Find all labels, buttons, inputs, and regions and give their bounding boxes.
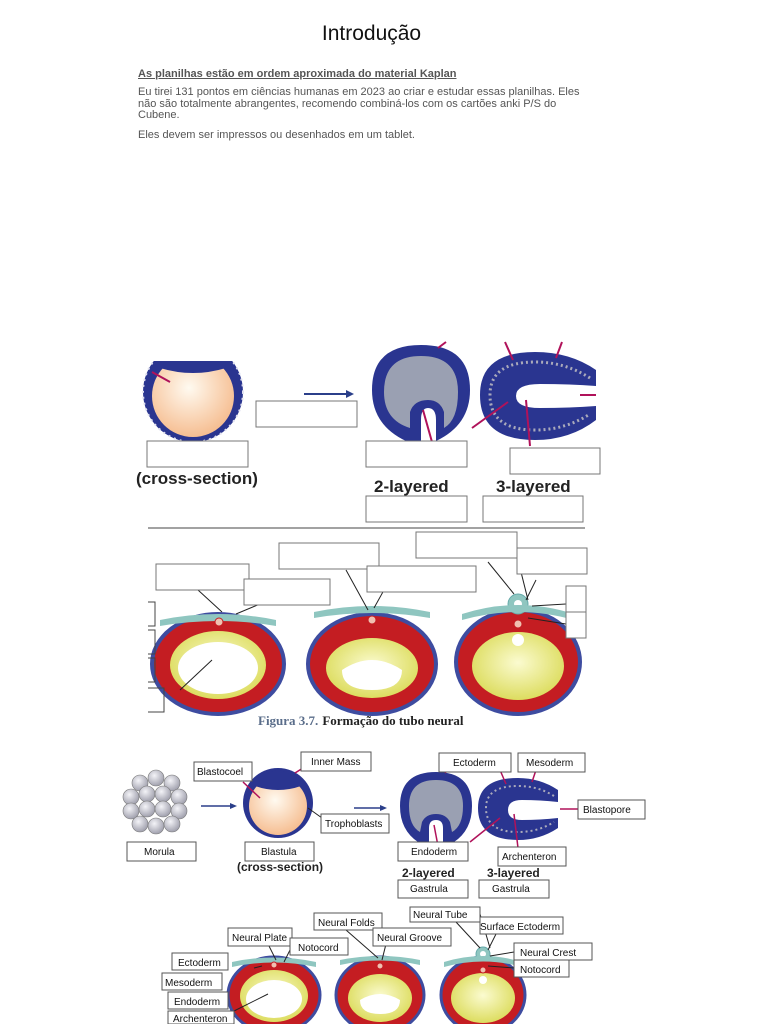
- svg-text:Mesoderm: Mesoderm: [526, 758, 573, 769]
- intro-paragraph: Eu tirei 131 pontos em ciências humanas …: [138, 86, 580, 122]
- answer-neural-groove: Neural Groove: [372, 927, 452, 947]
- answer-neural-tube: Neural Tube: [409, 906, 481, 923]
- blank-box: [365, 440, 468, 468]
- blank-neural-tube-diagram: Figura 3.7.Formação do tubo neural: [148, 531, 588, 728]
- blank-gastrulation-diagram: (cross-section) 2-layered 3-layered: [136, 341, 601, 523]
- answer-gastrula-2: Gastrula: [478, 879, 550, 899]
- svg-text:Archenteron: Archenteron: [502, 852, 556, 863]
- answer-cross-section: (cross-section): [237, 860, 323, 874]
- answer-archenteron: Archenteron: [167, 1010, 235, 1024]
- answer-trophoblasts: Trophoblasts: [320, 813, 390, 834]
- blank-box: [243, 578, 331, 606]
- blank-box: [415, 531, 518, 559]
- answer-notocord-2: Notocord: [513, 959, 570, 978]
- answer-gastrulation-diagram: Inner Mass Blastocoel Trophoblasts Morul…: [122, 751, 646, 899]
- svg-text:Neural Crest: Neural Crest: [520, 948, 576, 959]
- blank-box: [146, 440, 249, 468]
- answer-archenteron-top: Archenteron: [497, 846, 567, 867]
- blastocoel-cavity: [152, 355, 234, 437]
- cross-section-label: (cross-section): [136, 469, 258, 488]
- morula-cluster: [122, 769, 188, 835]
- svg-text:Blastocoel: Blastocoel: [197, 767, 243, 778]
- svg-text:Blastula: Blastula: [261, 847, 297, 858]
- answer-notocord-1: Notocord: [289, 937, 349, 956]
- answer-mesoderm: Mesoderm: [161, 972, 223, 991]
- gastrula-3-layered: [480, 352, 596, 440]
- answer-blastula: Blastula: [244, 841, 315, 862]
- answer-endoderm: Endoderm: [167, 991, 229, 1010]
- answer-inner-mass: Inner Mass: [300, 751, 372, 772]
- svg-text:Neural Folds: Neural Folds: [318, 918, 375, 929]
- svg-text:Endoderm: Endoderm: [411, 847, 457, 858]
- answer-endoderm-top: Endoderm: [397, 841, 469, 862]
- answer-ectoderm-top: Ectoderm: [438, 752, 512, 773]
- answer-neural-crest: Neural Crest: [513, 942, 593, 961]
- svg-text:Neural Tube: Neural Tube: [413, 910, 468, 921]
- blank-box: [255, 400, 358, 428]
- answer-morula: Morula: [126, 841, 197, 862]
- answer-three-layered: 3-layered: [487, 866, 540, 880]
- print-note: Eles devem ser impressos ou desenhados e…: [138, 129, 415, 141]
- svg-text:Ectoderm: Ectoderm: [178, 958, 221, 969]
- svg-text:Gastrula: Gastrula: [492, 884, 530, 895]
- svg-text:Notocord: Notocord: [298, 943, 339, 954]
- svg-text:Surface Ectoderm: Surface Ectoderm: [480, 922, 560, 933]
- svg-text:Notocord: Notocord: [520, 965, 561, 976]
- blank-box: [278, 542, 380, 570]
- answer-blastocoel: Blastocoel: [193, 761, 253, 782]
- svg-text:Neural Groove: Neural Groove: [377, 933, 442, 944]
- page-title: Introdução: [321, 22, 422, 45]
- three-layered-label: 3-layered: [496, 477, 571, 496]
- answer-neural-folds: Neural Folds: [313, 912, 383, 931]
- svg-text:Trophoblasts: Trophoblasts: [325, 819, 382, 830]
- blank-box: [509, 447, 601, 475]
- answer-surface-ectoderm: Surface Ectoderm: [479, 916, 564, 935]
- svg-text:Archenteron: Archenteron: [173, 1014, 227, 1024]
- blank-box: [482, 495, 584, 523]
- figure-caption: Figura 3.7.Formação do tubo neural: [258, 713, 464, 728]
- svg-text:Inner Mass: Inner Mass: [311, 757, 360, 768]
- blank-box: [365, 495, 468, 523]
- svg-text:Gastrula: Gastrula: [410, 884, 448, 895]
- blank-box: [155, 563, 250, 591]
- svg-text:Neural Plate: Neural Plate: [232, 933, 287, 944]
- blank-box: [516, 547, 588, 575]
- svg-text:Endoderm: Endoderm: [174, 997, 220, 1008]
- svg-text:Mesoderm: Mesoderm: [165, 978, 212, 989]
- answer-mesoderm-top: Mesoderm: [517, 752, 586, 773]
- svg-text:Blastopore: Blastopore: [583, 805, 631, 816]
- answer-ectoderm: Ectoderm: [171, 952, 229, 971]
- svg-text:Ectoderm: Ectoderm: [453, 758, 496, 769]
- answer-neural-tube-diagram: Neural Tube Neural Folds Surface Ectoder…: [161, 906, 593, 1024]
- answer-blastopore: Blastopore: [577, 799, 646, 820]
- blank-box: [565, 585, 587, 613]
- svg-text:Morula: Morula: [144, 847, 175, 858]
- answer-neural-plate: Neural Plate: [227, 927, 293, 947]
- answer-two-layered: 2-layered: [402, 866, 455, 880]
- two-layered-label: 2-layered: [374, 477, 449, 496]
- answer-gastrula-1: Gastrula: [397, 879, 469, 899]
- subheading: As planilhas estão em ordem aproximada d…: [138, 68, 457, 80]
- blank-box: [366, 565, 477, 593]
- blank-box: [565, 611, 587, 639]
